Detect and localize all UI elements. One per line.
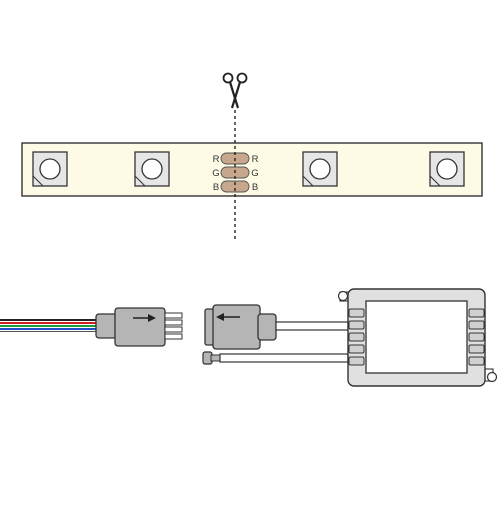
mount-hole bbox=[337, 290, 349, 302]
strip-body bbox=[21, 142, 483, 197]
led-chip bbox=[429, 151, 465, 187]
pad-label-right-b: B bbox=[252, 182, 258, 193]
led-chip bbox=[134, 151, 170, 187]
mount-hole bbox=[486, 371, 498, 383]
controller-panel bbox=[365, 300, 468, 374]
plug-pins bbox=[164, 312, 183, 340]
arrow-left-icon bbox=[216, 313, 240, 321]
male-plug bbox=[95, 307, 183, 347]
pad-label-left-r: R bbox=[213, 154, 220, 165]
led-chip bbox=[32, 151, 68, 187]
pad-label-right-g: G bbox=[251, 168, 258, 179]
arrow-right-icon bbox=[133, 314, 156, 322]
pad-label-left-g: G bbox=[212, 168, 219, 179]
terminals-left bbox=[348, 308, 365, 366]
led-strip: R G B R G B bbox=[21, 142, 483, 197]
controller-box bbox=[337, 288, 498, 387]
socket-cable bbox=[275, 321, 349, 331]
female-socket bbox=[204, 304, 277, 350]
terminals-right bbox=[468, 308, 485, 366]
scissors-icon bbox=[222, 72, 248, 109]
pad-label-right-r: R bbox=[252, 154, 259, 165]
pad-label-left-b: B bbox=[213, 182, 219, 193]
rgb-cable bbox=[0, 319, 100, 332]
led-chip bbox=[302, 151, 338, 187]
ir-receiver bbox=[202, 351, 349, 365]
